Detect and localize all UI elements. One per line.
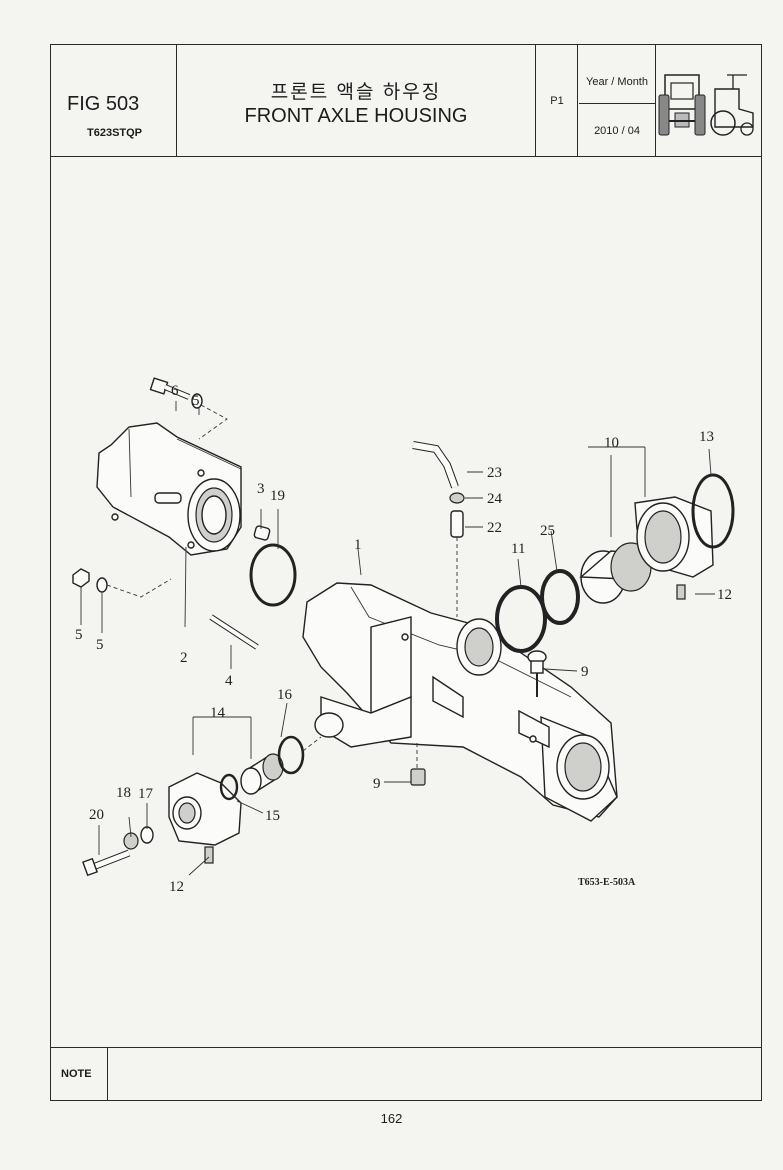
nut-part <box>72 568 90 588</box>
callout-label: 19 <box>270 488 285 504</box>
bolt-part <box>149 377 191 400</box>
bushing-part <box>240 753 284 795</box>
seal-ring-part <box>495 585 547 653</box>
header-divider <box>655 45 656 157</box>
exploded-parts-diagram: 6 5 3 19 1 2 4 5 5 10 13 11 25 23 24 22 … <box>72 377 735 895</box>
title-korean: 프론트 액슬 하우징 <box>270 82 442 103</box>
bearing-housing-part <box>96 422 242 556</box>
callout-label: 10 <box>604 435 619 451</box>
callout-label: 5 <box>75 627 83 643</box>
note-label: NOTE <box>61 1068 92 1080</box>
washer-part <box>96 577 108 593</box>
model-code: T623STQP <box>87 127 143 139</box>
callout-label: 1 <box>354 537 362 553</box>
callout-label: 3 <box>257 481 265 497</box>
title-english: FRONT AXLE HOUSING <box>244 105 468 127</box>
callout-label: 20 <box>89 807 104 823</box>
header-divider <box>176 45 177 157</box>
callout-label: 15 <box>265 808 280 824</box>
callout-label: 25 <box>540 523 555 539</box>
callout-label: 2 <box>180 650 188 666</box>
callout-label: 6 <box>171 383 179 399</box>
callout-label: 14 <box>210 705 226 721</box>
page-frame: FIG 503 T623STQP 프론트 액슬 하우징 FRONT AXLE H… <box>50 44 762 1101</box>
seal-ring-part <box>540 569 580 625</box>
drain-bolt-part <box>527 650 547 697</box>
date-value: 2010 / 04 <box>594 125 640 137</box>
header-divider <box>535 45 536 157</box>
seal-ring-part <box>277 735 305 775</box>
plug-part <box>410 768 426 786</box>
washer-part <box>191 393 203 409</box>
note-divider <box>107 1048 108 1101</box>
breather-part <box>450 510 464 538</box>
fitting-part <box>449 492 465 504</box>
callout-label: 13 <box>699 429 714 445</box>
seal-ring-part <box>219 773 239 801</box>
grease-nipple-part <box>204 846 214 864</box>
callout-label: 24 <box>487 491 503 507</box>
page-number: 162 <box>380 1111 403 1126</box>
axle-housing-part <box>302 582 618 822</box>
callout-label: 12 <box>717 587 732 603</box>
o-ring-part <box>691 473 735 549</box>
callout-label: 9 <box>581 664 589 680</box>
callout-label: 5 <box>96 637 104 653</box>
callout-label: 4 <box>225 673 233 689</box>
date-divider <box>579 103 655 104</box>
callout-label: 18 <box>116 785 131 801</box>
support-bracket-part <box>168 772 242 846</box>
bolt-part <box>82 849 131 877</box>
date-label: Year / Month <box>586 76 648 88</box>
callout-labels: 6 5 3 19 1 2 4 5 5 10 13 11 25 23 24 22 … <box>75 383 732 895</box>
callout-label: 12 <box>169 879 184 895</box>
o-ring-part <box>249 543 297 607</box>
tractor-icon <box>658 74 754 136</box>
callout-label: 17 <box>138 786 154 802</box>
callout-label: 16 <box>277 687 293 703</box>
callout-label: 23 <box>487 465 502 481</box>
pin-part <box>253 525 271 541</box>
callout-label: 11 <box>511 541 525 557</box>
callout-label: 5 <box>192 393 200 409</box>
page-code: P1 <box>550 95 564 107</box>
grease-nipple-part <box>676 584 686 600</box>
note-section: NOTE <box>51 1047 761 1102</box>
header-block: FIG 503 T623STQP 프론트 액슬 하우징 FRONT AXLE H… <box>51 45 761 157</box>
header-divider <box>577 45 578 157</box>
callout-label: 9 <box>373 776 381 792</box>
drawing-code: T653-E-503A <box>578 877 636 888</box>
figure-number: FIG 503 <box>67 93 140 115</box>
callout-label: 22 <box>487 520 502 536</box>
washer-part <box>140 826 154 844</box>
